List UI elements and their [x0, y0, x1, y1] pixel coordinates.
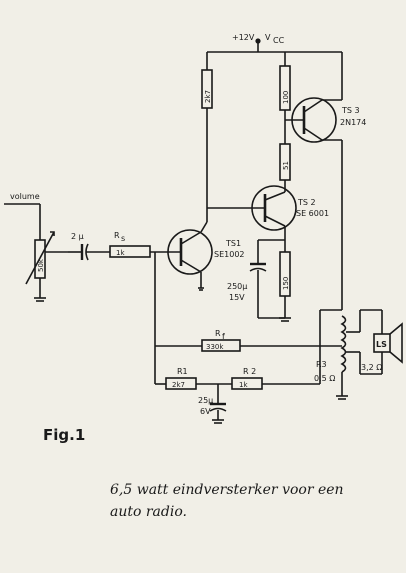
supply-voltage-label: +12V — [232, 33, 255, 42]
resistor-r3-name: R3 — [316, 360, 327, 369]
resistor-rf-subscript: f — [222, 332, 225, 341]
resistor-r2-name: R 2 — [243, 367, 256, 376]
vcc-label: V — [265, 33, 271, 42]
resistor-r1-value: 2k7 — [172, 381, 185, 389]
resistor-rs — [109, 245, 151, 258]
speaker-label: LS — [376, 340, 387, 349]
capacitor-25u-voltage: 6V — [200, 407, 211, 416]
volume-potentiometer-label: 50k — [37, 258, 45, 272]
resistor-150-label: 150 — [282, 277, 290, 290]
resistor-51-label: 51 — [282, 161, 290, 170]
figure-caption: 6,5 watt eindversterker voor een auto ra… — [110, 479, 390, 523]
ts2-name: TS 2 — [297, 198, 316, 207]
resistor-r3-value: 0,5 Ω — [314, 374, 335, 383]
resistor-100-label: 100 — [282, 91, 290, 104]
ts1-type: SE1002 — [214, 250, 245, 259]
resistor-2k7-collector-label: 2k7 — [204, 90, 212, 103]
capacitor-250u-label: 250µ — [227, 282, 247, 291]
ts3-type: 2N174 — [340, 118, 366, 127]
ts1-name: TS1 — [225, 239, 241, 248]
resistor-r1-name: R1 — [177, 367, 188, 376]
capacitor-250u-voltage: 15V — [229, 293, 245, 302]
resistor-rf-name: R — [215, 329, 221, 338]
resistor-rf-value: 330k — [206, 343, 224, 351]
resistor-rs-name: R — [114, 231, 120, 240]
speaker-impedance: 3,2 Ω — [361, 363, 382, 372]
resistor-rs-subscript: s — [121, 234, 125, 243]
vcc-subscript: CC — [273, 36, 285, 45]
resistor-r2-value: 1k — [239, 381, 248, 389]
loudspeaker — [373, 333, 391, 353]
figure-label: Fig.1 — [43, 426, 86, 444]
caption-line-1: 6,5 watt eindversterker voor een — [110, 482, 344, 498]
capacitor-25u-label: 25µ — [198, 396, 213, 405]
resistor-rs-value: 1k — [116, 249, 125, 257]
capacitor-2u-label: 2 µ — [71, 232, 84, 241]
ts3-name: TS 3 — [341, 106, 360, 115]
ts2-type: SE 6001 — [296, 209, 329, 218]
caption-line-2: auto radio. — [110, 504, 187, 520]
capacitor-250u — [249, 267, 267, 272]
volume-label: volume — [10, 192, 40, 201]
capacitor-25u — [209, 407, 227, 412]
output-coil — [340, 315, 347, 373]
